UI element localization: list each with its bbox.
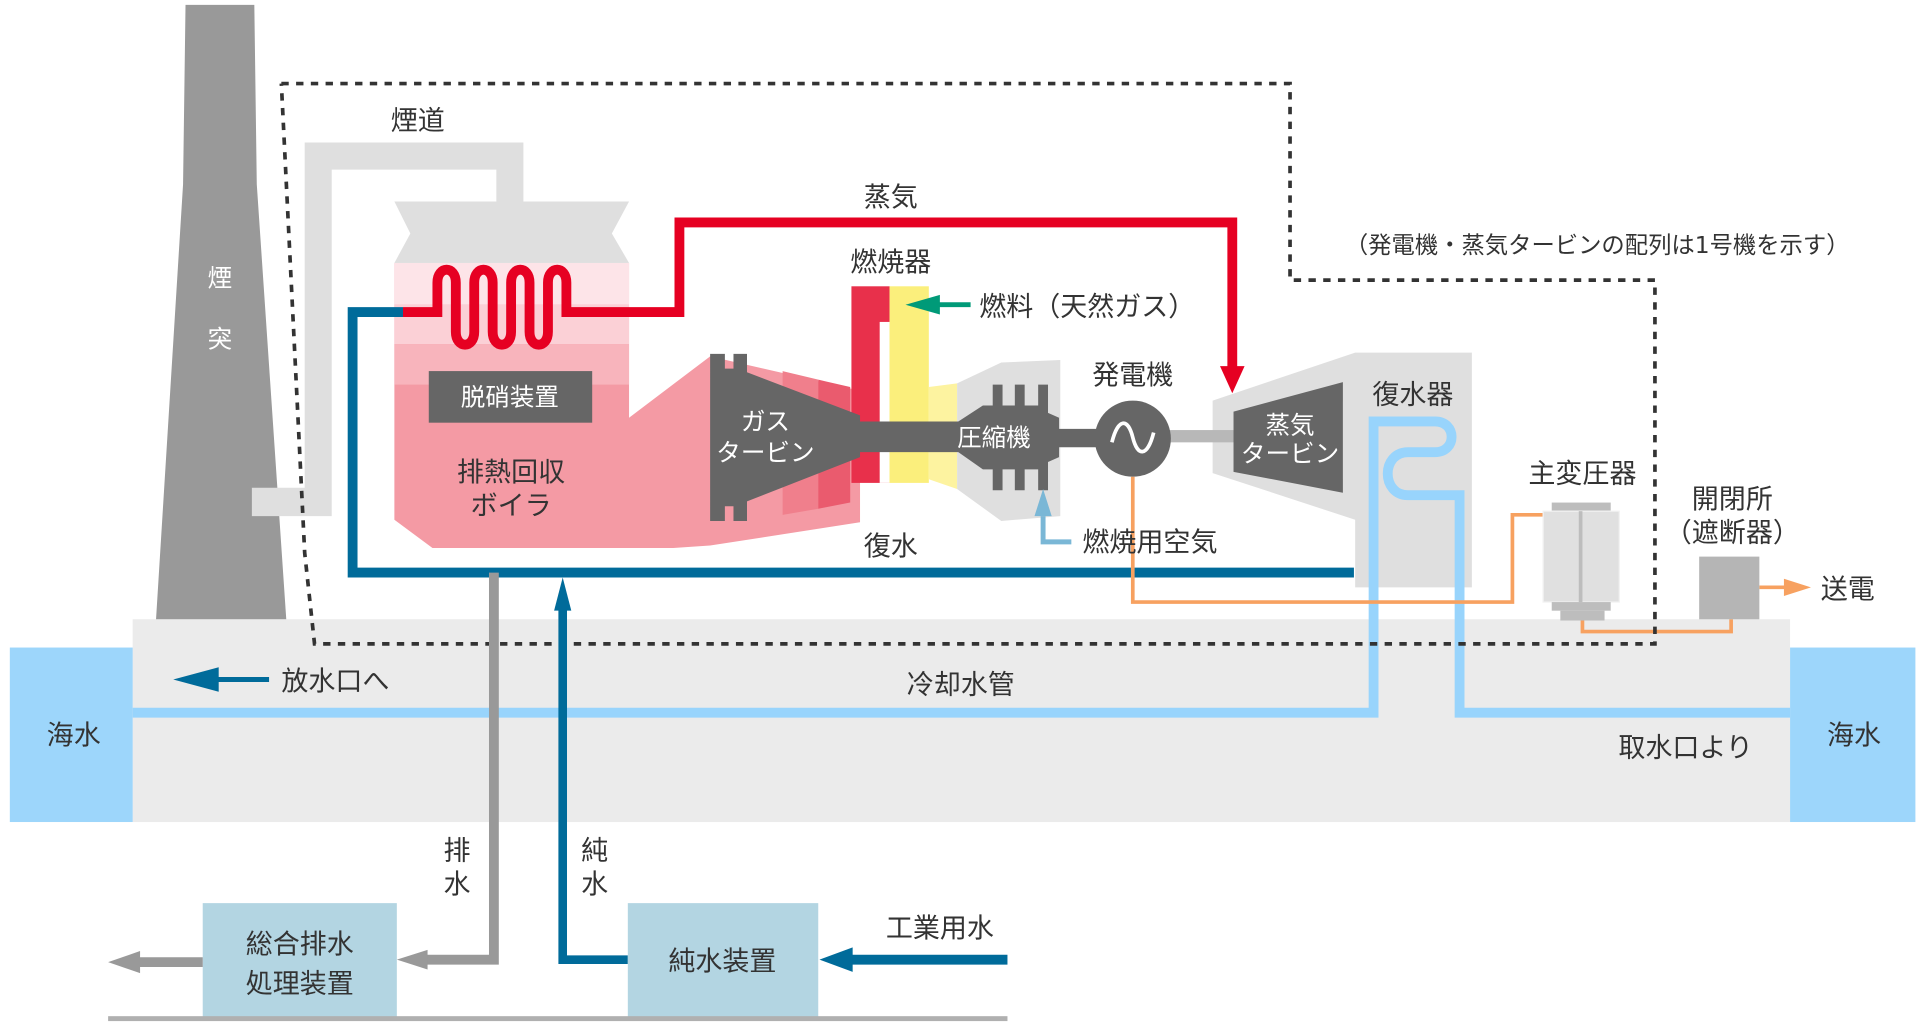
seawater-left	[9, 647, 133, 823]
condensate-line	[347, 307, 1354, 578]
pure-water-plant	[627, 903, 819, 1018]
gas-turbine	[710, 353, 1106, 521]
wastewater-plant-label-1: 総合排水	[246, 930, 354, 961]
chimney-label-2: 突	[208, 325, 233, 354]
pure-water-line	[558, 608, 628, 964]
steam-label: 蒸気	[864, 182, 918, 213]
seawater-right	[1790, 647, 1916, 823]
chimney-label-1: 煙	[208, 263, 233, 292]
chimney	[156, 4, 287, 620]
denitration-unit	[428, 371, 593, 423]
generator-label: 発電機	[1092, 361, 1173, 392]
combustion-air-line	[1040, 516, 1072, 545]
industrial-water-label: 工業用水	[886, 914, 994, 945]
pure-water-label-2: 水	[581, 869, 608, 900]
intake-label: 取水口より	[1618, 733, 1753, 764]
combustion-air-label: 燃焼用空気	[1082, 528, 1217, 559]
industrial-water-arrow-icon	[819, 947, 853, 972]
boiler-hood	[394, 201, 630, 263]
outlet-arrow-icon	[173, 667, 219, 692]
pure-water-label-1: 純	[581, 836, 608, 867]
hrsg-label-2: ボイラ	[471, 491, 552, 522]
drain-line	[423, 572, 499, 965]
unit-boundary	[279, 81, 1657, 646]
flue-duct	[251, 142, 524, 517]
drain-label-1: 排	[444, 836, 471, 867]
flue-label: 煙道	[391, 106, 445, 137]
combustor	[851, 286, 958, 490]
switchyard-label-2: （遮断器）	[1665, 518, 1800, 549]
combustor-label: 燃焼器	[850, 248, 931, 279]
electricity-line	[1130, 476, 1545, 604]
ac-symbol-icon	[1110, 421, 1156, 454]
treated-water-arrow-icon	[108, 951, 141, 974]
baseline	[108, 1016, 1008, 1022]
seawater-left-label: 海水	[47, 721, 101, 752]
note-label: （発電機・蒸気タービンの配列は1号機を示す）	[1345, 231, 1850, 259]
combustion-air-arrow-icon	[1034, 489, 1052, 517]
steam-turbine-label-2: タービン	[1241, 439, 1339, 468]
fuel-arrow-icon	[905, 294, 940, 315]
shaft	[1167, 430, 1235, 443]
steam-line	[402, 217, 1238, 369]
gas-turbine-label-2: タービン	[716, 438, 814, 467]
gas-turbine-label-1: ガス	[741, 407, 790, 436]
cooling-water-pipe	[132, 416, 1791, 718]
main-transformer	[1542, 502, 1620, 621]
pure-water-arrow-icon	[554, 577, 572, 611]
condensate-label: 復水	[864, 531, 918, 562]
denitration-label: 脱硝装置	[461, 382, 559, 411]
fuel-label: 燃料（天然ガス）	[979, 292, 1195, 323]
transmission-label: 送電	[1821, 574, 1875, 605]
seawater-right-label: 海水	[1827, 721, 1881, 752]
outlet-label: 放水口へ	[281, 667, 389, 698]
hrsg-label-1: 排熱回収	[457, 458, 565, 489]
ground-platform	[132, 619, 1791, 823]
steam-turbine	[1233, 382, 1343, 493]
steam-turbine-label-1: 蒸気	[1265, 411, 1314, 440]
transmission-arrow-icon	[1783, 578, 1811, 596]
switchyard-breaker	[1699, 556, 1760, 620]
switchyard-label-1: 開閉所	[1692, 485, 1773, 516]
wastewater-plant-label-2: 処理装置	[246, 969, 354, 1000]
drain-label-2: 水	[444, 869, 471, 900]
condenser-label: 復水器	[1372, 380, 1453, 411]
transformer-label: 主変圧器	[1528, 459, 1636, 490]
steam-arrow-icon	[1220, 366, 1245, 394]
pure-water-plant-label: 純水装置	[668, 947, 776, 978]
wastewater-treatment-plant	[202, 903, 397, 1018]
drain-arrow-icon	[396, 949, 428, 970]
compressor-label: 圧縮機	[957, 423, 1031, 452]
cooling-pipe-label: 冷却水管	[907, 670, 1015, 701]
